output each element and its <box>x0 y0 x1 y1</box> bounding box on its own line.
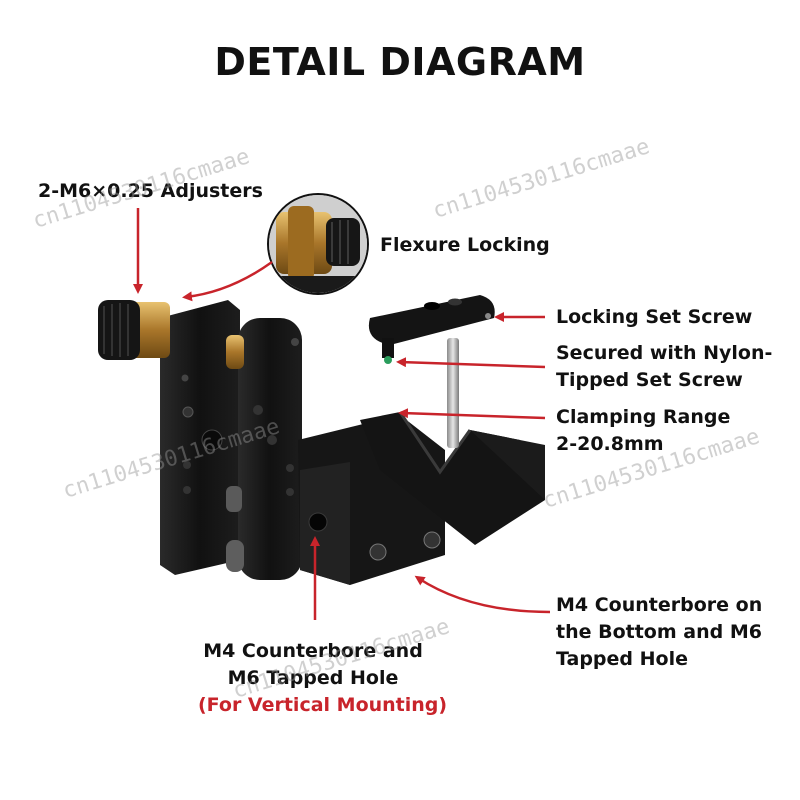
label-clamping-range-line1: Clamping Range <box>556 406 731 428</box>
leader-arrows <box>133 208 551 620</box>
rear-plate <box>160 300 240 575</box>
flexure-zoom-inset <box>267 193 369 295</box>
arrow-nylon-screw <box>396 357 546 369</box>
v-clamp <box>360 411 545 545</box>
label-counterbore-bottom-line1: M4 Counterbore on <box>556 594 763 616</box>
front-plate <box>238 318 302 580</box>
arrow-flexure <box>182 260 273 302</box>
label-flexure-locking: Flexure Locking <box>380 234 550 256</box>
label-counterbore-vertical-note: (For Vertical Mounting) <box>198 694 448 716</box>
adjuster-knob <box>98 300 170 360</box>
clamp-arm <box>368 295 495 364</box>
guide-rod <box>447 338 459 448</box>
label-nylon-screw-line2: Tipped Set Screw <box>556 369 743 391</box>
label-counterbore-vertical: M4 Counterbore and M6 Tapped Hole (For V… <box>198 638 448 719</box>
label-nylon-screw: Secured with Nylon- Tipped Set Screw <box>556 340 772 394</box>
label-locking-set-screw: Locking Set Screw <box>556 306 753 328</box>
label-counterbore-vertical-line2: M6 Tapped Hole <box>227 667 399 689</box>
page-title: DETAIL DIAGRAM <box>214 40 586 84</box>
label-clamping-range-line2: 2-20.8mm <box>556 433 664 455</box>
label-nylon-screw-line1: Secured with Nylon- <box>556 342 773 364</box>
label-adjusters: 2-M6×0.25 Adjusters <box>38 180 263 202</box>
label-counterbore-bottom-line2: the Bottom and M6 <box>556 621 762 643</box>
label-clamping-range: Clamping Range 2-20.8mm <box>556 404 730 458</box>
label-counterbore-vertical-line1: M4 Counterbore and <box>203 640 423 662</box>
label-counterbore-bottom: M4 Counterbore on the Bottom and M6 Tapp… <box>556 592 762 673</box>
arrow-counterbore-right <box>414 575 551 614</box>
arrow-clamping-range <box>398 408 546 420</box>
label-counterbore-bottom-line3: Tapped Hole <box>556 648 688 670</box>
